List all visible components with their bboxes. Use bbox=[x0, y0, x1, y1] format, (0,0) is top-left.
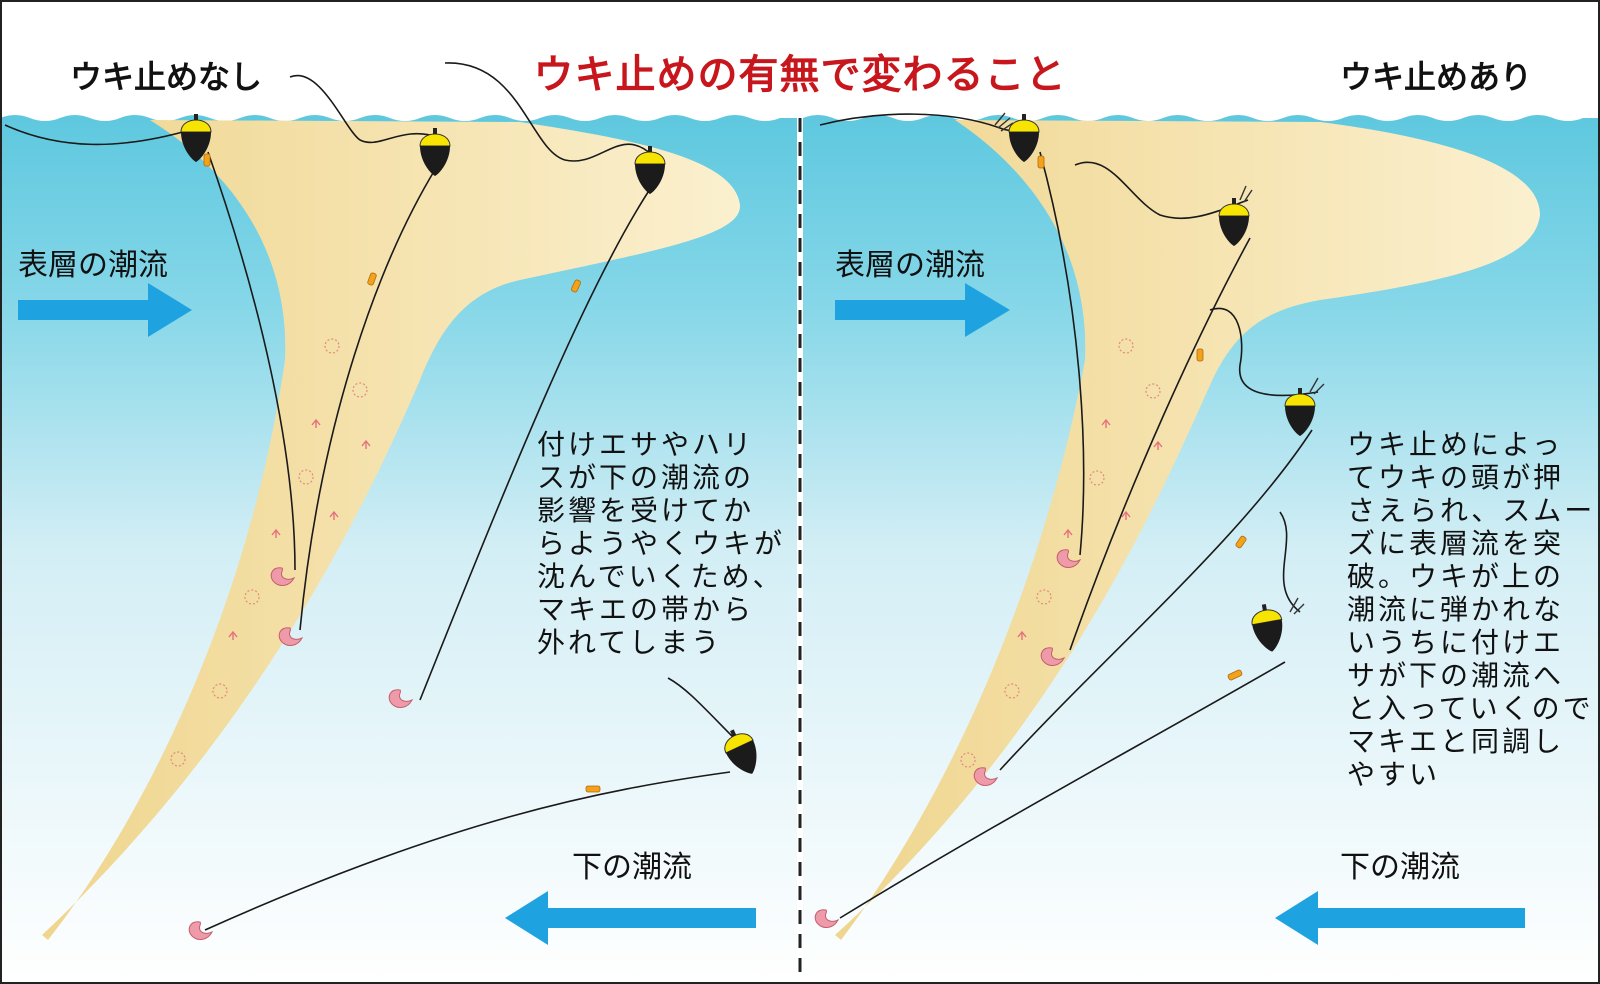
bait-icon bbox=[1040, 647, 1066, 666]
chum-pellet bbox=[1118, 338, 1134, 354]
note-right-line: ズに表層流を突 bbox=[1347, 527, 1565, 560]
bait-icon bbox=[814, 909, 840, 928]
note-right-line: 破。ウキが上の bbox=[1347, 560, 1565, 593]
float-stoppers bbox=[994, 112, 1325, 615]
chum-shrimp bbox=[228, 630, 238, 640]
note-right-line: ウキ止めによっ bbox=[1347, 428, 1564, 461]
line-left-4-leader bbox=[204, 771, 731, 931]
float-icon bbox=[1284, 388, 1316, 436]
float-icon bbox=[180, 114, 212, 162]
note-right-line: サが下の潮流へ bbox=[1347, 659, 1565, 692]
chum-pellet bbox=[298, 469, 314, 485]
line-left-1 bbox=[4, 124, 191, 146]
chum-pellet bbox=[1145, 383, 1161, 399]
chum-pellet bbox=[1004, 683, 1020, 699]
baits bbox=[188, 549, 1082, 940]
diagram-title: ウキ止めの有無で変わること bbox=[533, 52, 1067, 98]
line-right-4 bbox=[1279, 511, 1301, 613]
heading-right: ウキ止めあり bbox=[1340, 58, 1533, 96]
note-left-line: らようやくウキが bbox=[537, 527, 786, 560]
line-right-3 bbox=[1209, 307, 1319, 397]
chum-pellet bbox=[170, 751, 186, 767]
bait-icon bbox=[278, 627, 304, 646]
line-right-1-leader bbox=[1039, 151, 1085, 556]
chum-shrimp bbox=[361, 439, 371, 449]
note-right: ウキ止めによっ てウキの頭が押 さえられ、スムー ズに表層流を突 破。ウキが上の… bbox=[1347, 428, 1597, 791]
chum-band-left bbox=[42, 120, 741, 940]
note-left-line: スが下の潮流の bbox=[537, 461, 755, 494]
bait-icon bbox=[388, 689, 414, 708]
swivels bbox=[203, 153, 1247, 793]
chum-pellet bbox=[960, 752, 976, 768]
float-icon bbox=[419, 128, 451, 176]
chum-shrimp bbox=[1153, 440, 1163, 450]
note-left-line: 影響を受けてか bbox=[537, 494, 755, 527]
chum-shrimp bbox=[1017, 630, 1027, 640]
note-left-line: マキエの帯から bbox=[537, 593, 755, 626]
note-left-line: 沈んでいくため、 bbox=[537, 560, 784, 593]
bait-icon bbox=[270, 567, 296, 586]
surface-arrow-right bbox=[835, 283, 1010, 337]
float-icon bbox=[1218, 198, 1250, 246]
note-right-line: さえられ、スムー bbox=[1347, 494, 1596, 527]
chum-band-right bbox=[835, 120, 1540, 940]
bait-icon bbox=[973, 767, 999, 786]
line-left-2 bbox=[289, 74, 439, 144]
float-icon bbox=[724, 729, 757, 774]
note-left-line: 付けエサやハリ bbox=[537, 428, 755, 461]
line-right-2 bbox=[1074, 161, 1249, 220]
bottom-current-label-left: 下の潮流 bbox=[572, 850, 692, 885]
chum-shrimp bbox=[1101, 418, 1111, 428]
fishing-lines bbox=[4, 62, 1319, 931]
bottom-current-label-right: 下の潮流 bbox=[1340, 850, 1460, 885]
bottom-arrow-left bbox=[505, 891, 756, 945]
chum-shrimp bbox=[271, 528, 281, 538]
chum-pellet bbox=[212, 683, 228, 699]
line-left-3 bbox=[444, 62, 653, 162]
chum-particles bbox=[170, 338, 1163, 768]
chum-shrimp bbox=[1121, 510, 1131, 520]
chum-shrimp bbox=[311, 418, 321, 428]
line-right-4-leader bbox=[839, 661, 1286, 919]
note-right-line: いうちに付けエ bbox=[1347, 626, 1565, 659]
chum-pellet bbox=[352, 382, 368, 398]
line-left-1-leader bbox=[207, 151, 296, 571]
note-left-line: 外れてしまう bbox=[537, 626, 723, 659]
bait-icon bbox=[1056, 549, 1082, 568]
line-right-2-leader bbox=[1069, 237, 1251, 651]
bottom-arrow-right bbox=[1275, 891, 1525, 945]
note-right-line: と入っていくので bbox=[1347, 692, 1594, 725]
float-icon bbox=[1008, 114, 1040, 162]
note-left: 付けエサやハリ スが下の潮流の 影響を受けてか らようやくウキが 沈んでいくため… bbox=[537, 428, 787, 659]
chum-shrimp bbox=[329, 510, 339, 520]
bait-icon bbox=[188, 921, 214, 940]
surface-arrow-left bbox=[18, 283, 192, 337]
chum-pellet bbox=[1089, 470, 1105, 486]
floats bbox=[180, 114, 1316, 774]
chum-pellet bbox=[324, 338, 340, 354]
note-right-line: やすい bbox=[1347, 758, 1441, 791]
float-icon bbox=[1251, 604, 1283, 652]
heading-left: ウキ止めなし bbox=[70, 58, 263, 96]
water-left bbox=[0, 115, 797, 984]
surface-current-label-right: 表層の潮流 bbox=[835, 248, 985, 283]
line-right-3-leader bbox=[999, 429, 1313, 771]
surface-current-label-left: 表層の潮流 bbox=[18, 248, 168, 283]
chum-pellet bbox=[1036, 589, 1052, 605]
note-right-line: マキエと同調し bbox=[1347, 725, 1565, 758]
chum-pellet bbox=[244, 589, 260, 605]
line-left-2-leader bbox=[299, 167, 437, 631]
line-left-3-leader bbox=[419, 185, 653, 701]
note-right-line: てウキの頭が押 bbox=[1347, 461, 1565, 494]
chum-shrimp bbox=[1063, 528, 1073, 538]
float-icon bbox=[634, 146, 666, 194]
note-right-line: 潮流に弾かれな bbox=[1347, 593, 1565, 626]
